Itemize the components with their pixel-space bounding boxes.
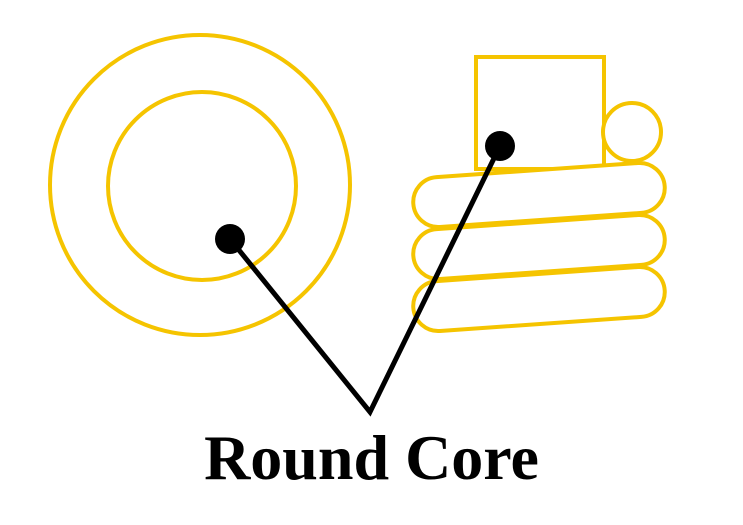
leader-line <box>227 143 503 417</box>
top-coil-end <box>601 101 663 163</box>
round-core-cross-section <box>48 33 352 337</box>
coil-turn-3 <box>411 264 667 334</box>
diagram-title: Round Core <box>204 422 539 493</box>
right-core-marker <box>485 131 515 161</box>
inner-circle <box>106 90 298 282</box>
wound-core-side-view <box>411 55 667 334</box>
left-core-marker <box>215 224 245 254</box>
